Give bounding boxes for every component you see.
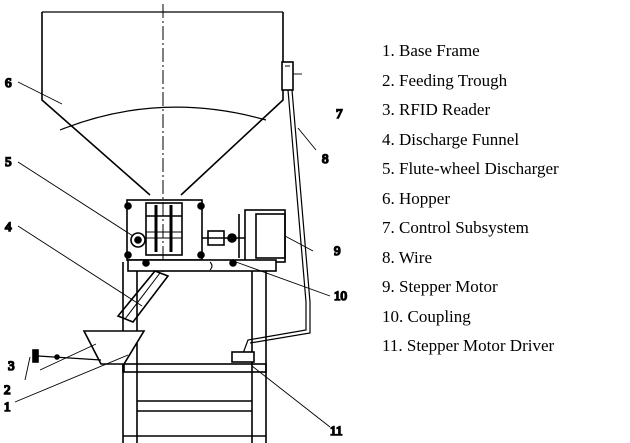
feeding-trough: [82, 330, 146, 372]
callout-10: 10: [334, 288, 347, 303]
legend-item-coupling: 10. Coupling: [382, 306, 471, 326]
callout-5: 5: [5, 154, 12, 169]
control-subsystem: [281, 61, 294, 91]
stepper-motor: [238, 209, 286, 263]
base-frame: [122, 262, 267, 443]
leader-lines: [14, 73, 331, 428]
wire: [241, 89, 311, 357]
legend-item-control-subsystem: 7. Control Subsystem: [382, 218, 529, 237]
callout-3: 3: [8, 358, 15, 373]
platform: [127, 259, 277, 272]
callout-8: 8: [322, 151, 329, 166]
callout-11: 11: [330, 423, 343, 438]
callout-1: 1: [4, 399, 11, 414]
flute-wheel-discharger: [124, 199, 205, 261]
callout-6: 6: [5, 75, 12, 90]
legend-item-hopper: 6. Hopper: [382, 188, 450, 208]
legend-item-feeding-trough: 2. Feeding Trough: [382, 70, 508, 90]
legend-item-discharge-funnel: 4. Discharge Funnel: [382, 129, 520, 149]
legend-item-stepper-motor-driver: 11. Stepper Motor Driver: [382, 336, 555, 355]
legend-item-base-frame: 1. Base Frame: [382, 41, 480, 60]
legend-item-stepper-motor: 9. Stepper Motor: [382, 277, 498, 296]
callout-2: 2: [4, 382, 11, 397]
discharge-funnel: [116, 270, 170, 323]
legend-item-wire: 8. Wire: [382, 247, 432, 267]
legend-item-rfid-reader: 3. RFID Reader: [382, 100, 491, 119]
callout-7: 7: [336, 106, 343, 121]
parts-legend: 1. Base Frame 2. Feeding Trough 3. RFID …: [382, 36, 559, 361]
rfid-reader: [32, 349, 102, 363]
callout-9: 9: [334, 243, 341, 258]
callout-4: 4: [5, 219, 12, 234]
stepper-motor-driver: [231, 351, 255, 363]
legend-item-flute-wheel-discharger: 5. Flute-wheel Discharger: [382, 159, 559, 178]
coupling: [202, 230, 245, 246]
